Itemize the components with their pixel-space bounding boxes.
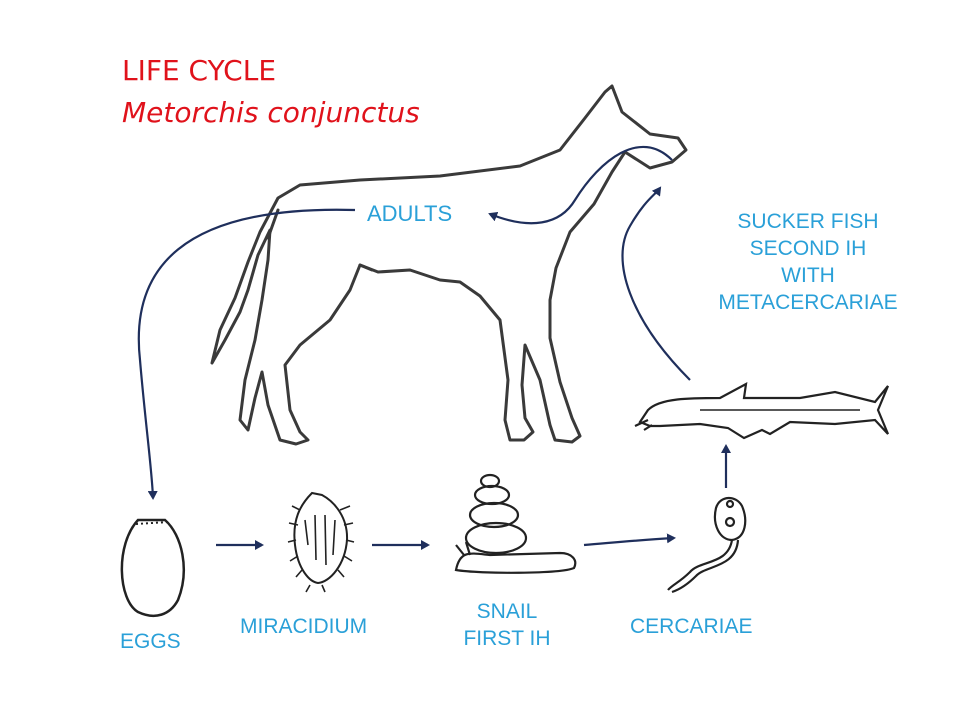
- label-snail: SNAIL FIRST IH: [452, 599, 562, 653]
- label-adults: ADULTS: [367, 201, 453, 226]
- arrow-adults-to-eggs: [137, 208, 356, 500]
- label-sucker-fish-line4: METACERCARIAE: [718, 290, 898, 314]
- egg-illustration: [120, 518, 185, 617]
- label-cercariae: CERCARIAE: [630, 615, 753, 638]
- arrow-fish-to-dog: [621, 186, 691, 381]
- label-sucker-fish-line1: SUCKER FISH: [737, 210, 879, 233]
- species-name: Metorchis conjunctus: [122, 96, 420, 129]
- label-sucker-fish: SUCKER FISH SECOND IH WITH METACERCARIAE: [710, 209, 906, 317]
- label-sucker-fish-line3: WITH: [781, 263, 835, 287]
- dog-host-illustration: [210, 84, 688, 446]
- arrow-mouth-to-adults: [488, 146, 673, 225]
- sucker-fish-illustration: [634, 381, 890, 440]
- diagram-title: LIFE CYCLE: [122, 54, 277, 87]
- label-miracidium: MIRACIDIUM: [240, 615, 368, 638]
- label-snail-line1: SNAIL: [476, 600, 538, 623]
- cercaria-illustration: [667, 496, 747, 594]
- arrow-snail-to-cercariae: [583, 533, 676, 547]
- label-sucker-fish-line2: SECOND IH: [749, 236, 867, 260]
- miracidium-illustration: [287, 491, 355, 593]
- snail-illustration: [454, 473, 577, 574]
- label-snail-line2: FIRST IH: [463, 626, 551, 650]
- cycle-arrows: [137, 146, 731, 550]
- label-eggs: EGGS: [120, 630, 181, 653]
